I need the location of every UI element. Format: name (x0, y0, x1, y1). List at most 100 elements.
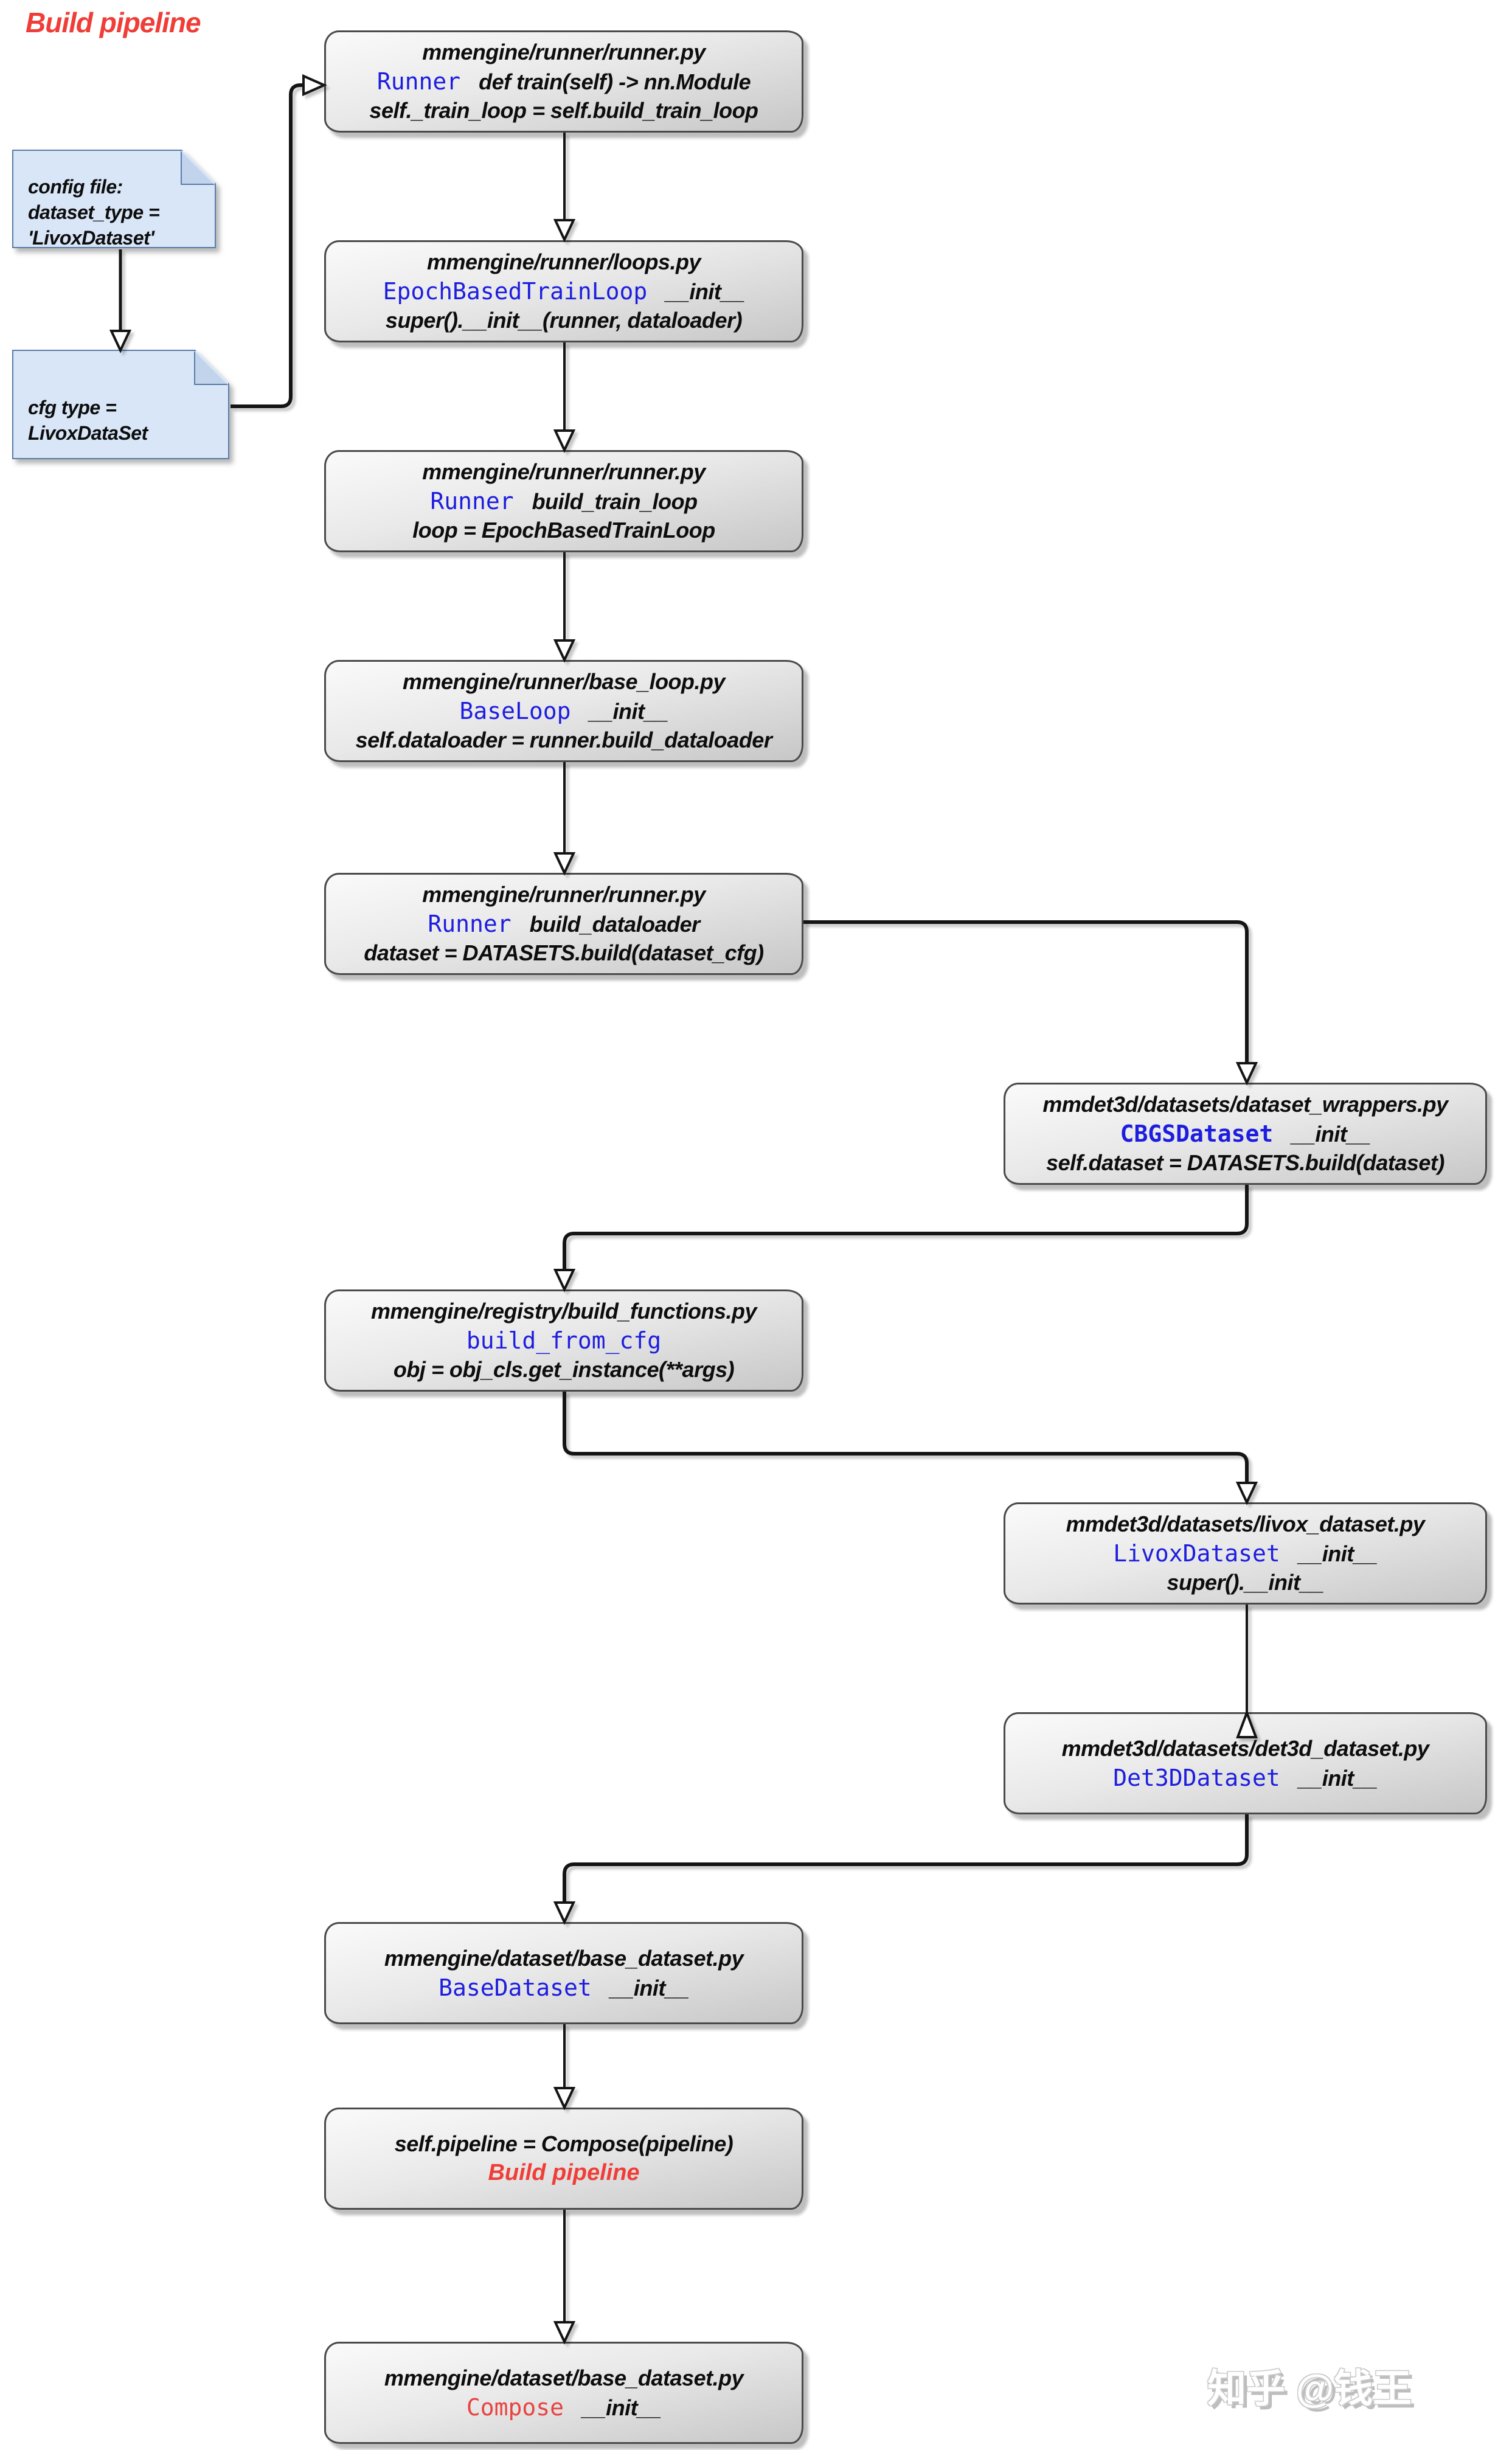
connector-base-loop-to-build-dataloader (553, 762, 576, 876)
file-path: mmengine/runner/loops.py (426, 249, 701, 274)
arrowhead-down-icon (553, 1901, 576, 1925)
connector-train-to-looptrain (553, 133, 576, 243)
arrowhead-down-icon (553, 2087, 576, 2111)
file-path: mmdet3d/datasets/dataset_wrappers.py (1042, 1092, 1448, 1117)
class-name: Runner (430, 488, 514, 515)
connector-compose-pipeline-to-compose-init (553, 2210, 576, 2345)
file-path: mmdet3d/datasets/det3d_dataset.py (1061, 1735, 1429, 1761)
file-path: mmengine/runner/runner.py (422, 40, 706, 64)
code-line: super().__init__ (1167, 1570, 1324, 1595)
method-name: __init__ (589, 699, 668, 724)
signature-line: Runner build_dataloader (428, 911, 701, 937)
class-name: BaseDataset (439, 1974, 592, 2001)
signature-line: Runner def train(self) -> nn.Module (377, 68, 751, 95)
method-name: __init__ (582, 2395, 662, 2420)
node-runner-train: mmengine/runner/runner.py Runner def tra… (324, 30, 803, 133)
connector-cfg-to-runner-train (231, 74, 327, 408)
method-name: def train(self) -> nn.Module (479, 69, 751, 94)
file-path: mmengine/dataset/base_dataset.py (384, 1945, 744, 1971)
class-name: Runner (376, 68, 461, 95)
method-name: __init__ (1298, 1541, 1378, 1566)
connector-cbgs-to-build-from-cfg (553, 1185, 1249, 1293)
file-path: mmengine/runner/runner.py (422, 882, 706, 907)
signature-line: EpochBasedTrainLoop __init__ (383, 278, 745, 305)
node-base-loop: mmengine/runner/base_loop.py BaseLoop __… (324, 660, 803, 762)
signature-line: BaseLoop __init__ (459, 698, 668, 724)
code-line: obj = obj_cls.get_instance(**args) (393, 1357, 735, 1382)
arrowhead-down-icon (553, 639, 576, 663)
method-name: __init__ (1291, 1122, 1371, 1147)
note-config-file-text: config file: dataset_type = 'LivoxDatase… (28, 174, 206, 251)
method-name: __init__ (665, 279, 745, 304)
code-line: dataset = DATASETS.build(dataset_cfg) (364, 940, 764, 965)
node-cbgs-dataset: mmdet3d/datasets/dataset_wrappers.py CBG… (1004, 1083, 1487, 1185)
arrowhead-down-icon (553, 1269, 576, 1293)
file-path: mmdet3d/datasets/livox_dataset.py (1066, 1511, 1425, 1536)
node-det3d-dataset: mmdet3d/datasets/det3d_dataset.py Det3DD… (1004, 1712, 1487, 1814)
connector-loop-to-build-train-loop (553, 342, 576, 453)
note-cfg-type-text: cfg type = LivoxDataSet (28, 395, 220, 446)
class-name: Det3DDataset (1113, 1764, 1280, 1791)
code-line: self.dataset = DATASETS.build(dataset) (1046, 1150, 1444, 1175)
arrowhead-down-icon (553, 2321, 576, 2345)
method-name: __init__ (1298, 1765, 1378, 1791)
node-epoch-based-train-loop: mmengine/runner/loops.py EpochBasedTrain… (324, 240, 803, 342)
class-name: CBGSDataset (1120, 1120, 1274, 1147)
class-name: LivoxDataset (1113, 1540, 1280, 1567)
note-card: config file: dataset_type = 'LivoxDatase… (12, 150, 216, 248)
connector-base-dataset-to-compose-pipeline (553, 2024, 576, 2111)
arrowhead-down-icon (553, 429, 576, 453)
file-path: mmengine/runner/runner.py (422, 459, 706, 484)
note-line: config file: (28, 176, 123, 198)
signature-line: BaseDataset __init__ (439, 1974, 689, 2001)
code-line: super().__init__(runner, dataloader) (385, 308, 743, 333)
node-runner-build-train-loop: mmengine/runner/runner.py Runner build_t… (324, 450, 803, 552)
node-livox-dataset: mmdet3d/datasets/livox_dataset.py LivoxD… (1004, 1502, 1487, 1605)
signature-line: Runner build_train_loop (430, 488, 698, 515)
class-name: EpochBasedTrainLoop (383, 278, 648, 305)
arrowhead-right-icon (302, 74, 327, 97)
node-compose-init: mmengine/dataset/base_dataset.py Compose… (324, 2342, 803, 2444)
connector-build-dataloader-to-cbgs (803, 920, 1258, 1086)
class-name: Compose (466, 2393, 564, 2421)
code-line: self._train_loop = self.build_train_loop (369, 98, 758, 123)
note-line: cfg type = LivoxDataSet (28, 397, 148, 444)
signature-line: build_from_cfg (466, 1327, 661, 1354)
signature-line: Compose __init__ (466, 2393, 662, 2421)
arrowhead-down-icon (1235, 1062, 1258, 1086)
note-cfg-type: cfg type = LivoxDataSet (12, 350, 229, 459)
code-line: loop = EpochBasedTrainLoop (412, 518, 715, 543)
note-config-file: config file: dataset_type = 'LivoxDatase… (12, 150, 216, 248)
class-name: Runner (428, 911, 512, 937)
folded-corner-icon (194, 351, 228, 385)
node-runner-build-dataloader: mmengine/runner/runner.py Runner build_d… (324, 873, 803, 975)
function-name: build_from_cfg (466, 1327, 662, 1354)
connector-build-train-loop-to-base-loop (553, 552, 576, 663)
file-path: mmengine/runner/base_loop.py (402, 669, 726, 694)
zhihu-watermark: 知乎 @钱王 (1207, 2367, 1412, 2410)
file-path: mmengine/registry/build_functions.py (370, 1299, 757, 1324)
note-card: cfg type = LivoxDataSet (12, 350, 229, 459)
node-base-dataset: mmengine/dataset/base_dataset.py BaseDat… (324, 1922, 803, 2024)
connector-config-to-cfg (109, 249, 132, 353)
node-compose-pipeline: self.pipeline = Compose(pipeline) Build … (324, 2108, 803, 2210)
file-path: mmengine/dataset/base_dataset.py (384, 2365, 744, 2390)
code-line: self.pipeline = Compose(pipeline) (394, 2131, 733, 2156)
build-pipeline-caption: Build pipeline (488, 2160, 640, 2185)
connector-det3d-to-base-dataset (553, 1814, 1249, 1925)
class-name: BaseLoop (459, 698, 571, 724)
method-name: build_train_loop (532, 489, 698, 514)
connector-build-from-cfg-to-livox (563, 1392, 1258, 1505)
signature-line: LivoxDataset __init__ (1113, 1540, 1378, 1567)
signature-line: CBGSDataset __init__ (1120, 1120, 1371, 1147)
signature-line: Det3DDataset __init__ (1113, 1765, 1378, 1791)
node-build-from-cfg: mmengine/registry/build_functions.py bui… (324, 1289, 803, 1392)
method-name: __init__ (609, 1975, 690, 2001)
page-title: Build pipeline (26, 7, 201, 38)
code-line: self.dataloader = runner.build_dataloade… (355, 727, 772, 752)
arrowhead-down-icon (553, 219, 576, 243)
arrowhead-down-icon (1235, 1482, 1258, 1505)
method-name: build_dataloader (529, 912, 701, 937)
note-line: dataset_type = 'LivoxDataset' (28, 201, 160, 249)
